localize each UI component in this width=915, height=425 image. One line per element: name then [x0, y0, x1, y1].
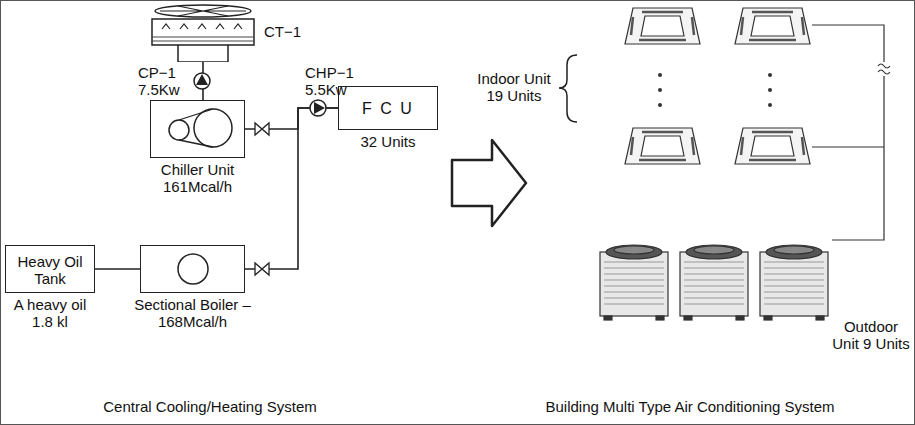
chiller-unit: Chiller Unit161Mcal/h: [150, 100, 245, 158]
outdoor-unit: [680, 245, 748, 320]
pump-label: CHP−1 5.5Kw: [305, 64, 363, 98]
cooling-tower-outline: [148, 3, 258, 62]
sectional-boiler-outline: [141, 246, 244, 292]
transition-arrow: [452, 140, 526, 226]
oil-tank: Heavy Oil TankA heavy oil 1.8 kl: [5, 245, 95, 293]
node-label: F C U: [339, 100, 437, 117]
cooling-tower: CT−1: [148, 3, 258, 62]
caption-label: Building Multi Type Air Conditioning Sys…: [470, 398, 910, 415]
fan-coil-unit: F C U32 Units: [338, 86, 438, 130]
node-note: 32 Units: [294, 133, 482, 150]
node-label: Heavy Oil Tank: [9, 253, 91, 287]
air-conditioner-units: [600, 8, 828, 320]
outdoor-unit: [760, 245, 828, 320]
node-label: CT−1: [264, 23, 301, 40]
node-label: Chiller Unit: [106, 161, 289, 178]
pipe-connector: [245, 108, 338, 269]
ellipsis-dots: [658, 73, 772, 107]
valve-symbol: [255, 263, 269, 275]
sectional-boiler: Sectional Boiler –168Mcal/h: [140, 245, 245, 293]
node-label: Sectional Boiler –: [96, 296, 289, 313]
chiller-unit-outline: [151, 101, 244, 157]
node-note: 168Mcal/h: [96, 313, 289, 330]
pump-symbol: [194, 73, 210, 89]
indoor-cassette: [735, 8, 810, 44]
caption-label: Central Cooling/Heating System: [60, 398, 360, 415]
group-label: Outdoor Unit 9 Units: [832, 318, 910, 352]
group-label: Indoor Unit 19 Units: [470, 70, 558, 104]
pump-symbol: [310, 100, 326, 116]
indoor-cassette: [735, 128, 810, 164]
pipe-connector: [95, 268, 140, 270]
bracket: [559, 55, 577, 122]
node-note: 161Mcal/h: [106, 178, 289, 195]
pump-label: CP−1 7.5Kw: [138, 64, 190, 98]
refrigerant-line: [812, 25, 890, 240]
indoor-cassette: [625, 8, 700, 44]
node-note: A heavy oil 1.8 kl: [2, 296, 98, 330]
indoor-cassette: [625, 128, 700, 164]
outdoor-unit: [600, 245, 668, 320]
valve-symbol: [255, 123, 269, 135]
